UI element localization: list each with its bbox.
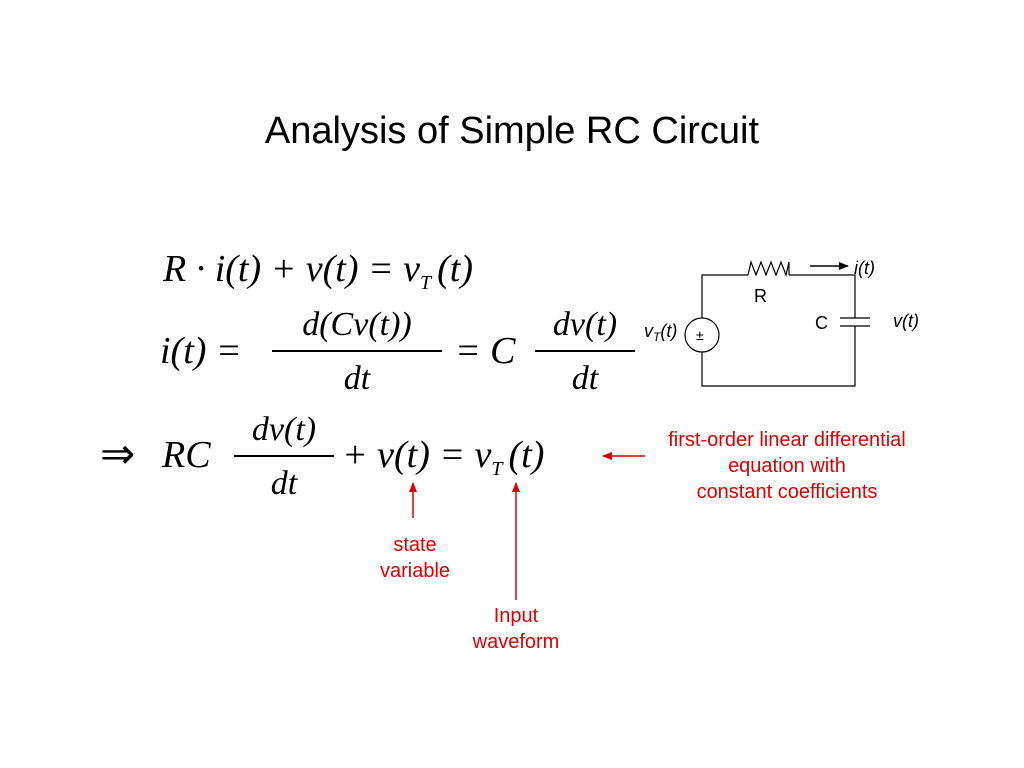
circuit-wire-bottom [701, 326, 856, 387]
equation-kvl: R · i(t) + v(t) = vT(t) [163, 248, 474, 293]
source-label-v: v [644, 321, 653, 341]
equation-kvl-subscript: T [420, 272, 432, 294]
input-waveform-line-1: Input [493, 605, 539, 627]
circuit-wire-top-left [701, 274, 748, 318]
ode-note-line-2: equation with [728, 455, 846, 477]
equation-kvl-tail: (t) [437, 248, 474, 290]
rc-circuit [684, 259, 870, 387]
current-label: i(t) [854, 258, 875, 278]
resistor-zigzag-icon [747, 259, 790, 278]
equation-ode-rc: RC [162, 434, 211, 476]
source-label-subscript: T [653, 330, 661, 344]
resistor-label: R [754, 286, 767, 306]
equation-current-lhs: i(t) = [160, 330, 242, 372]
annotation-input-waveform: Input waveform [456, 603, 576, 655]
fraction-1-denominator: dt [343, 360, 371, 397]
input-waveform-line-2: waveform [472, 631, 560, 653]
voltage-label: v(t) [893, 311, 919, 331]
equation-current-mid: = C [455, 330, 516, 372]
fraction-1-bar [272, 350, 442, 352]
source-label: vT(t) [644, 321, 678, 343]
equation-ode-fraction: dv(t) dt [234, 413, 334, 501]
annotation-ode-note: first-order linear differential equation… [648, 427, 926, 505]
fraction-2-numerator: dv(t) [552, 306, 618, 343]
ode-note-line-3: constant coefficients [696, 481, 878, 503]
equation-kvl-lhs: R · i(t) + v(t) = v [163, 248, 421, 290]
equation-current-fraction-1: d(Cv(t)) dt [272, 308, 442, 396]
equation-ode-rest: + v(t) = vT(t) [342, 434, 545, 479]
equation-ode-rhs: + v(t) = v [342, 434, 492, 476]
slide-title: Analysis of Simple RC Circuit [264, 110, 760, 152]
source-label-tail: (t) [660, 321, 678, 341]
ode-fraction-numerator: dv(t) [251, 411, 317, 448]
state-variable-line-2: variable [379, 560, 451, 582]
voltage-source-icon [684, 317, 720, 353]
ode-note-line-1: first-order linear differential [668, 429, 906, 451]
state-variable-line-1: state [393, 534, 437, 556]
annotation-state-variable: state variable [355, 532, 475, 584]
equation-ode-tail: (t) [508, 434, 545, 476]
ode-fraction-denominator: dt [270, 465, 298, 502]
ode-fraction-bar [234, 455, 334, 457]
equation-ode-subscript: T [491, 458, 503, 480]
capacitor-label: C [815, 313, 828, 333]
equation-current-fraction-2: dv(t) dt [535, 308, 635, 396]
fraction-2-denominator: dt [571, 360, 599, 397]
fraction-1-numerator: d(Cv(t)) [302, 306, 412, 343]
circuit-wire-top-right [789, 274, 856, 318]
fraction-2-bar [535, 350, 635, 352]
implies-symbol: ⇒ [100, 432, 136, 478]
source-polarity-icon: ± [696, 327, 704, 343]
